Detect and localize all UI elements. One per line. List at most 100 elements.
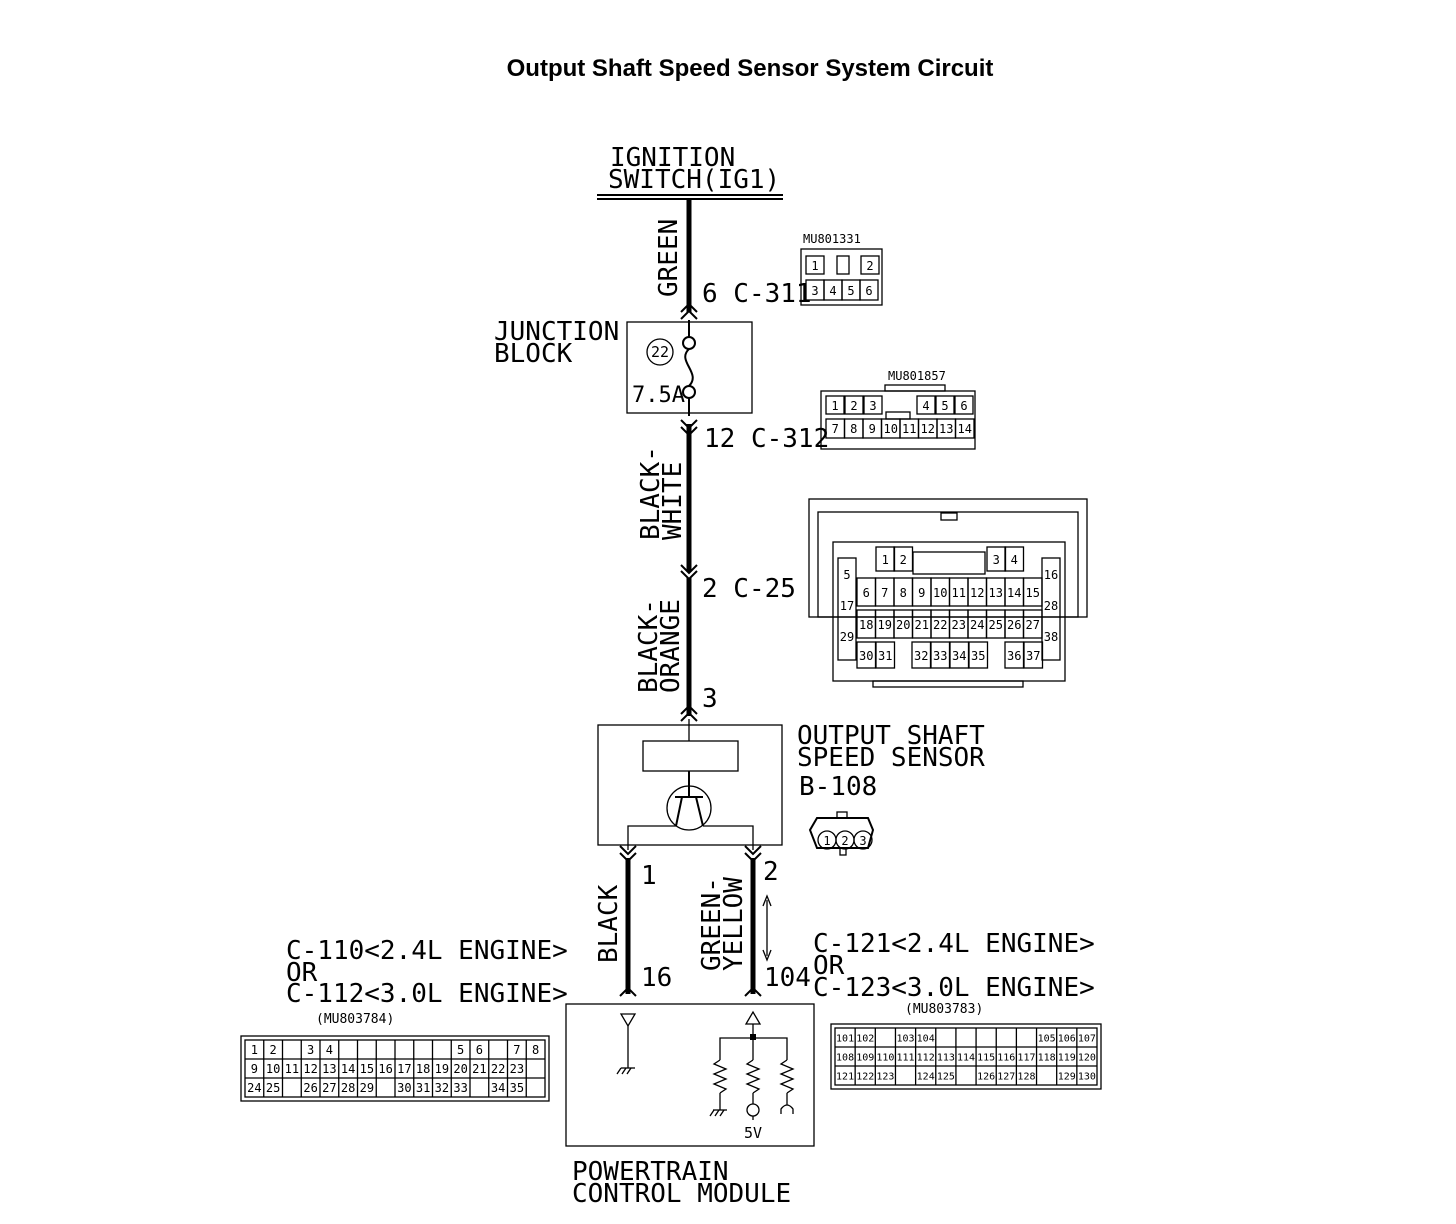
c110-pin-9: 9 (251, 1062, 258, 1076)
c110-pin-13: 13 (322, 1062, 336, 1076)
c121-pin-127: 127 (997, 1071, 1015, 1082)
b108-pin-2: 2 (841, 834, 848, 848)
c110-pin-35: 35 (510, 1081, 524, 1095)
c110-pin-20: 20 (453, 1062, 467, 1076)
c121-part-number: (MU803783) (905, 1002, 983, 1017)
mu801857-part-number: MU801857 (888, 369, 946, 383)
c25-pin-7: 7 (881, 586, 888, 600)
c25-pin-11: 11 (952, 586, 966, 600)
mu801857-pin-1: 1 (831, 399, 838, 413)
mu801331-pin-5: 5 (847, 284, 854, 298)
wire-label-black-white-line1: BLACK- (636, 446, 666, 540)
terminal-sensor-pin1: 1 (641, 861, 657, 891)
mu801857-pin-7: 7 (832, 422, 839, 436)
c110-pin-34: 34 (491, 1081, 505, 1095)
c110-pin-21: 21 (472, 1062, 486, 1076)
c25-pin-32: 32 (914, 649, 928, 663)
c110-part-number: (MU803784) (316, 1012, 394, 1027)
c121-pin-110: 110 (876, 1052, 894, 1063)
wire-label-green-yellow-line1: GREEN- (697, 877, 727, 971)
c121-pin-125: 125 (937, 1071, 955, 1082)
signal-direction-arrow (762, 894, 772, 962)
c121-pin-111: 111 (897, 1052, 915, 1063)
c25-pin-2: 2 (900, 553, 907, 567)
mu801857-pin-5: 5 (941, 399, 948, 413)
mu801857-pin-11: 11 (902, 422, 916, 436)
c25-pin-10: 10 (933, 586, 947, 600)
c110-pin-1: 1 (251, 1043, 258, 1057)
wire-label-green: GREEN (654, 219, 684, 297)
c121-pin-119: 119 (1058, 1052, 1076, 1063)
b108-pin-1: 1 (823, 834, 830, 848)
wire-label-black-orange-line2: ORANGE (656, 599, 686, 693)
terminal-sensor-pin3: 3 (702, 684, 718, 714)
mu801331-pin-1: 1 (811, 259, 818, 273)
c25-pin-22: 22 (933, 618, 947, 632)
c25-pin-4: 4 (1011, 553, 1018, 567)
c121-label-line2: OR (813, 951, 845, 981)
c25-pin-23: 23 (952, 618, 966, 632)
c121-pin-108: 108 (836, 1052, 854, 1063)
c121-pin-106: 106 (1058, 1033, 1076, 1044)
c121-pin-130: 130 (1078, 1071, 1096, 1082)
c110-pin-16: 16 (378, 1062, 392, 1076)
c25-pin-5: 5 (843, 568, 850, 582)
c110-pin-11: 11 (285, 1062, 299, 1076)
c121-pin-129: 129 (1058, 1071, 1076, 1082)
c121-pin-104: 104 (917, 1033, 935, 1044)
c25-pin-33: 33 (933, 649, 947, 663)
wire-label-green-yellow-line2: YELLOW (719, 877, 749, 971)
mu801857-pin-6: 6 (960, 399, 967, 413)
c121-pin-102: 102 (856, 1033, 874, 1044)
c110-pin-10: 10 (266, 1062, 280, 1076)
c110-pin-33: 33 (453, 1081, 467, 1095)
pcm-5v-label: 5V (744, 1124, 762, 1142)
mu801857-pin-9: 9 (869, 422, 876, 436)
output-shaft-speed-sensor (597, 719, 783, 850)
sensor-label-line1: OUTPUT SHAFT (797, 721, 985, 751)
c110-pin-31: 31 (416, 1081, 430, 1095)
fuse-rating: 7.5A (632, 383, 685, 408)
mu801857-pin-2: 2 (850, 399, 857, 413)
pcm-label-line1: POWERTRAIN (572, 1157, 729, 1187)
c110-pin-3: 3 (307, 1043, 314, 1057)
c25-pin-38: 38 (1044, 630, 1058, 644)
c25-pin-1: 1 (882, 553, 889, 567)
c110-pin-18: 18 (416, 1062, 430, 1076)
c110-pin-22: 22 (491, 1062, 505, 1076)
mu801331-part-number: MU801331 (803, 232, 861, 246)
c121-label-line1: C-121<2.4L ENGINE> (813, 929, 1095, 959)
mu801857-pin-12: 12 (921, 422, 935, 436)
c121-label-line3: C-123<3.0L ENGINE> (813, 973, 1095, 1003)
mu801857-pin-8: 8 (850, 422, 857, 436)
connector-c25-face (808, 498, 1088, 688)
terminal-pcm-pin16: 16 (641, 963, 672, 993)
c121-pin-128: 128 (1017, 1071, 1035, 1082)
c110-pin-27: 27 (322, 1081, 336, 1095)
mu801331-pin-3: 3 (811, 284, 818, 298)
mu801857-pin-14: 14 (958, 422, 972, 436)
c121-pin-117: 117 (1017, 1052, 1035, 1063)
c25-pin-30: 30 (859, 649, 873, 663)
c25-pin-13: 13 (989, 586, 1003, 600)
c110-pin-24: 24 (247, 1081, 261, 1095)
c121-pin-120: 120 (1078, 1052, 1096, 1063)
c121-pin-123: 123 (876, 1071, 894, 1082)
c25-pin-9: 9 (918, 586, 925, 600)
c110-pin-25: 25 (266, 1081, 280, 1095)
c25-pin-12: 12 (970, 586, 984, 600)
c110-pin-4: 4 (326, 1043, 333, 1057)
powertrain-control-module: 5V (565, 1003, 815, 1147)
c25-pin-27: 27 (1026, 618, 1040, 632)
c25-pin-36: 36 (1007, 649, 1021, 663)
c25-pin-25: 25 (989, 618, 1003, 632)
sensor-label-line2: SPEED SENSOR (797, 743, 985, 773)
c25-pin-15: 15 (1026, 586, 1040, 600)
mu801331-pin-6: 6 (865, 284, 872, 298)
c25-pin-17: 17 (840, 599, 854, 613)
mu801857-pin-3: 3 (869, 399, 876, 413)
